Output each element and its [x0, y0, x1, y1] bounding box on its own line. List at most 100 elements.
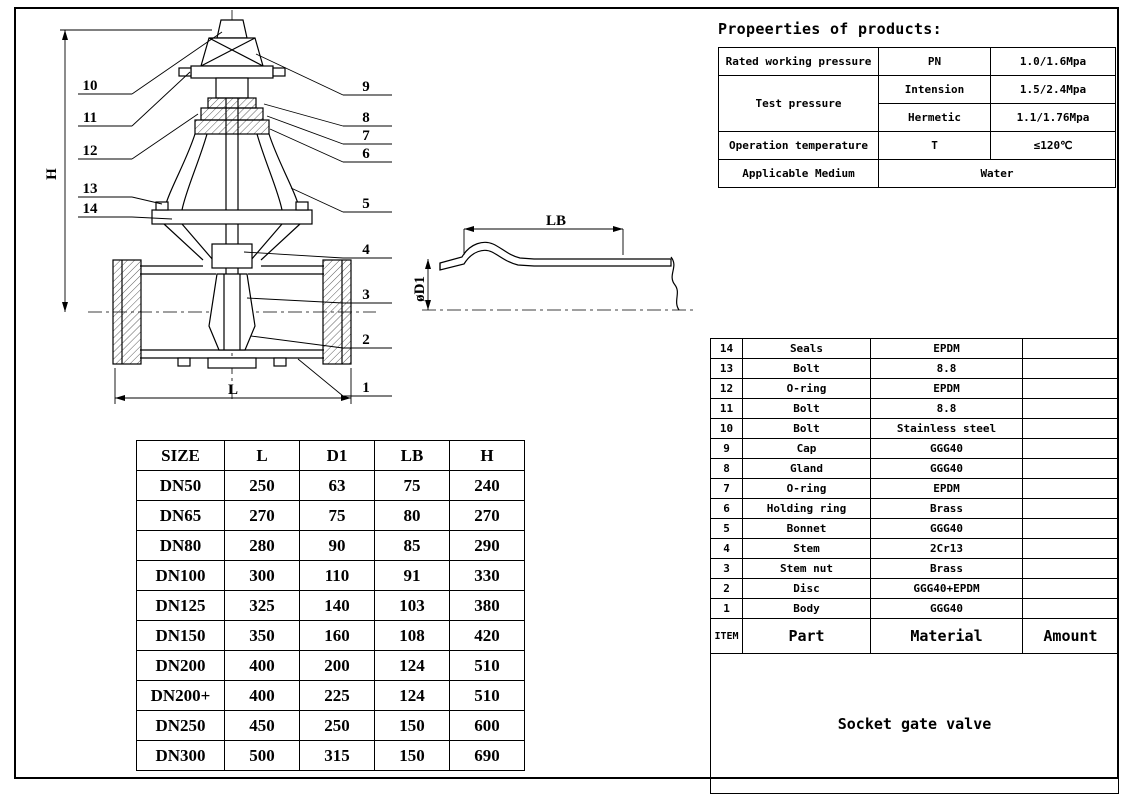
dim-cell: DN250 [136, 710, 225, 741]
property-param: T [878, 131, 991, 160]
dimension-row: DN300 500 315 150 690 [136, 740, 525, 771]
parts-row: 11 Bolt 8.8 [710, 398, 1119, 419]
dim-cell: 290 [449, 530, 525, 561]
part-amount [1022, 518, 1119, 539]
dim-cell: 400 [224, 680, 300, 711]
callout-11-label: 11 [83, 110, 97, 126]
callout-3: 3 [246, 287, 392, 304]
parts-row: 2 Disc GGG40+EPDM [710, 578, 1119, 599]
dim-cell: DN300 [136, 740, 225, 771]
part-name: Seals [742, 338, 871, 359]
dimension-h: H [44, 29, 212, 312]
part-item: 3 [710, 558, 743, 579]
part-name: Holding ring [742, 498, 871, 519]
callout-7-label: 7 [362, 128, 370, 144]
part-name: Cap [742, 438, 871, 459]
callout-6: 6 [269, 128, 392, 163]
property-value: 1.1/1.76Mpa [990, 103, 1116, 132]
part-amount [1022, 378, 1119, 399]
dim-cell: 63 [299, 470, 375, 501]
parts-row: 6 Holding ring Brass [710, 498, 1119, 519]
dim-h-label: H [44, 168, 60, 180]
callout-5-label: 5 [362, 196, 370, 212]
dimension-d1: øD1 [412, 259, 431, 310]
gland-shape [207, 97, 257, 109]
part-amount [1022, 418, 1119, 439]
dim-cell: DN80 [136, 530, 225, 561]
dimension-lb: LB [463, 213, 624, 255]
dim-cell: 75 [374, 470, 450, 501]
dim-cell: 160 [299, 620, 375, 651]
dimension-row: DN250 450 250 150 600 [136, 710, 525, 741]
part-material: 2Cr13 [870, 538, 1023, 559]
dim-header: LB [374, 440, 450, 471]
dim-cell: 500 [224, 740, 300, 771]
part-item: 9 [710, 438, 743, 459]
part-item: 6 [710, 498, 743, 519]
part-amount [1022, 578, 1119, 599]
callout-2: 2 [250, 332, 392, 349]
callout-3-label: 3 [362, 287, 370, 303]
callout-12: 12 [78, 113, 199, 160]
dim-cell: 250 [299, 710, 375, 741]
parts-row: 7 O-ring EPDM [710, 478, 1119, 499]
dim-cell: DN100 [136, 560, 225, 591]
callout-4: 4 [243, 242, 392, 259]
part-item: 2 [710, 578, 743, 599]
dimension-row: DN200 400 200 124 510 [136, 650, 525, 681]
parts-header-amount: Amount [1022, 618, 1119, 654]
dimension-row: DN125 325 140 103 380 [136, 590, 525, 621]
property-param: Intension [878, 75, 991, 104]
parts-header-row: ITEM Part Material Amount [710, 618, 1119, 654]
parts-row: 8 Gland GGG40 [710, 458, 1119, 479]
properties-row: Rated working pressure PN 1.0/1.6Mpa [718, 47, 1116, 76]
callout-5: 5 [290, 187, 392, 213]
dimension-row: DN100 300 110 91 330 [136, 560, 525, 591]
dimension-row: DN150 350 160 108 420 [136, 620, 525, 651]
dim-cell: 85 [374, 530, 450, 561]
part-name: Bolt [742, 418, 871, 439]
properties-row: Test pressure Intension 1.5/2.4Mpa [718, 75, 1116, 132]
dim-cell: 690 [449, 740, 525, 771]
dim-cell: 200 [299, 650, 375, 681]
callout-14: 14 [78, 201, 173, 220]
property-param: Hermetic [878, 103, 991, 132]
stem-nut-shape [211, 243, 253, 269]
part-item: 13 [710, 358, 743, 379]
dim-cell: 75 [299, 500, 375, 531]
parts-header-material: Material [870, 618, 1023, 654]
callout-1-label: 1 [362, 380, 370, 396]
part-amount [1022, 398, 1119, 419]
part-name: Bonnet [742, 518, 871, 539]
dim-cell: 280 [224, 530, 300, 561]
dim-cell: 300 [224, 560, 300, 591]
part-item: 12 [710, 378, 743, 399]
part-material: 8.8 [870, 398, 1023, 419]
part-amount [1022, 558, 1119, 579]
part-material: GGG40 [870, 598, 1023, 619]
callout-11: 11 [78, 71, 191, 127]
dim-l-label: L [228, 382, 238, 398]
callout-9-label: 9 [362, 79, 370, 95]
part-material: EPDM [870, 478, 1023, 499]
callout-14-label: 14 [83, 201, 99, 217]
part-material: GGG40 [870, 438, 1023, 459]
dim-cell: 108 [374, 620, 450, 651]
dim-cell: DN50 [136, 470, 225, 501]
parts-header-part: Part [742, 618, 871, 654]
socket-pipe-detail: LB øD1 [412, 213, 694, 311]
dim-cell: 380 [449, 590, 525, 621]
dim-cell: 400 [224, 650, 300, 681]
part-material: EPDM [870, 378, 1023, 399]
property-param: PN [878, 47, 991, 76]
part-name: O-ring [742, 378, 871, 399]
parts-table: 14 Seals EPDM 13 Bolt 8.8 12 O-ring EPDM… [710, 338, 1119, 794]
part-amount [1022, 338, 1119, 359]
parts-row: 9 Cap GGG40 [710, 438, 1119, 459]
dim-header: H [449, 440, 525, 471]
dim-cell: 124 [374, 680, 450, 711]
part-amount [1022, 478, 1119, 499]
part-material: GGG40 [870, 458, 1023, 479]
dim-cell: 325 [224, 590, 300, 621]
properties-panel: Propeerties of products: Rated working p… [718, 20, 1116, 188]
